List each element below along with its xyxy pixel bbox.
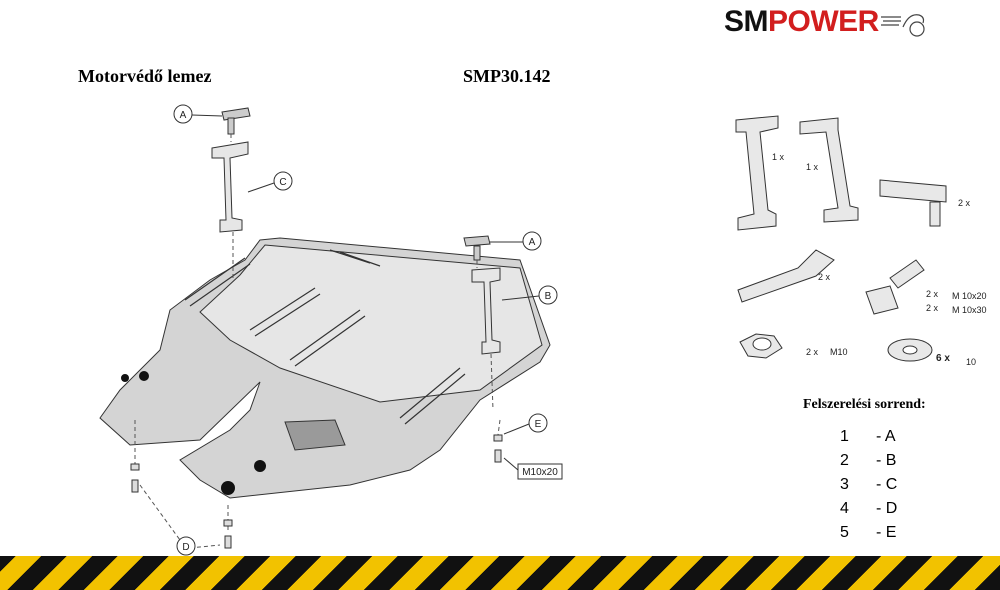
spec-bolt-a: M 10x20	[952, 291, 987, 301]
product-code: SMP30.142	[463, 66, 551, 86]
callout-c: C	[279, 177, 286, 188]
product-title: Motorvédő lemez	[78, 66, 212, 86]
install-step: 4 - D	[840, 500, 897, 518]
step-number: 3	[840, 476, 849, 493]
qty-bolt-a: 2 x	[926, 289, 939, 299]
callout-e: E	[535, 419, 542, 430]
part-bracket-2	[799, 117, 859, 223]
part-clamp	[879, 179, 947, 203]
qty-bracket-1: 1 x	[772, 152, 785, 162]
step-number: 5	[840, 524, 849, 541]
callout-d: D	[182, 542, 189, 553]
qty-flat-bar: 2 x	[818, 272, 831, 282]
install-step: 5 - E	[840, 524, 896, 542]
qty-bolt-b: 2 x	[926, 303, 939, 313]
callout-b: B	[545, 291, 552, 302]
part-bolt	[865, 285, 899, 315]
step-number: 1	[840, 428, 849, 445]
callout-a2: A	[529, 237, 536, 248]
step-letter: - D	[876, 500, 898, 517]
part-bracket-1	[735, 115, 779, 231]
qty-washer: 6 x	[936, 353, 950, 364]
qty-bracket-2: 1 x	[806, 162, 819, 172]
step-letter: - A	[876, 428, 896, 445]
part-flat-bar	[737, 249, 835, 303]
callout-a1: A	[180, 110, 187, 121]
spec-nut: M10	[830, 347, 848, 357]
install-step: 2 - B	[840, 452, 896, 470]
step-letter: - E	[876, 524, 897, 541]
hazard-stripe	[0, 556, 1000, 590]
step-letter: - C	[876, 476, 898, 493]
spec-washer: 10	[966, 357, 976, 367]
qty-clamp: 2 x	[958, 198, 971, 208]
step-number: 4	[840, 500, 849, 517]
bracket-c	[211, 141, 249, 233]
step-number: 2	[840, 452, 849, 469]
motorcycle-icon	[880, 14, 925, 37]
install-step: 3 - C	[840, 476, 897, 494]
step-letter: - B	[876, 452, 897, 469]
bolt-size-label: M10x20	[522, 467, 558, 478]
skid-plate-diagram: A C A B E D M10x20	[99, 104, 563, 556]
spec-bolt-b: M 10x30	[952, 305, 987, 315]
logo-power: POWER	[768, 5, 879, 38]
logo-sm: SM	[724, 5, 769, 38]
qty-nut: 2 x	[806, 347, 819, 357]
bracket-b	[471, 267, 501, 355]
parts-list-diagram: 1 x 1 x 2 x 2 x 2 x M 10x20 2 x M 10x30 …	[735, 115, 987, 367]
install-step: 1 - A	[840, 428, 896, 446]
install-order-title: Felszerelési sorrend:	[803, 397, 926, 412]
